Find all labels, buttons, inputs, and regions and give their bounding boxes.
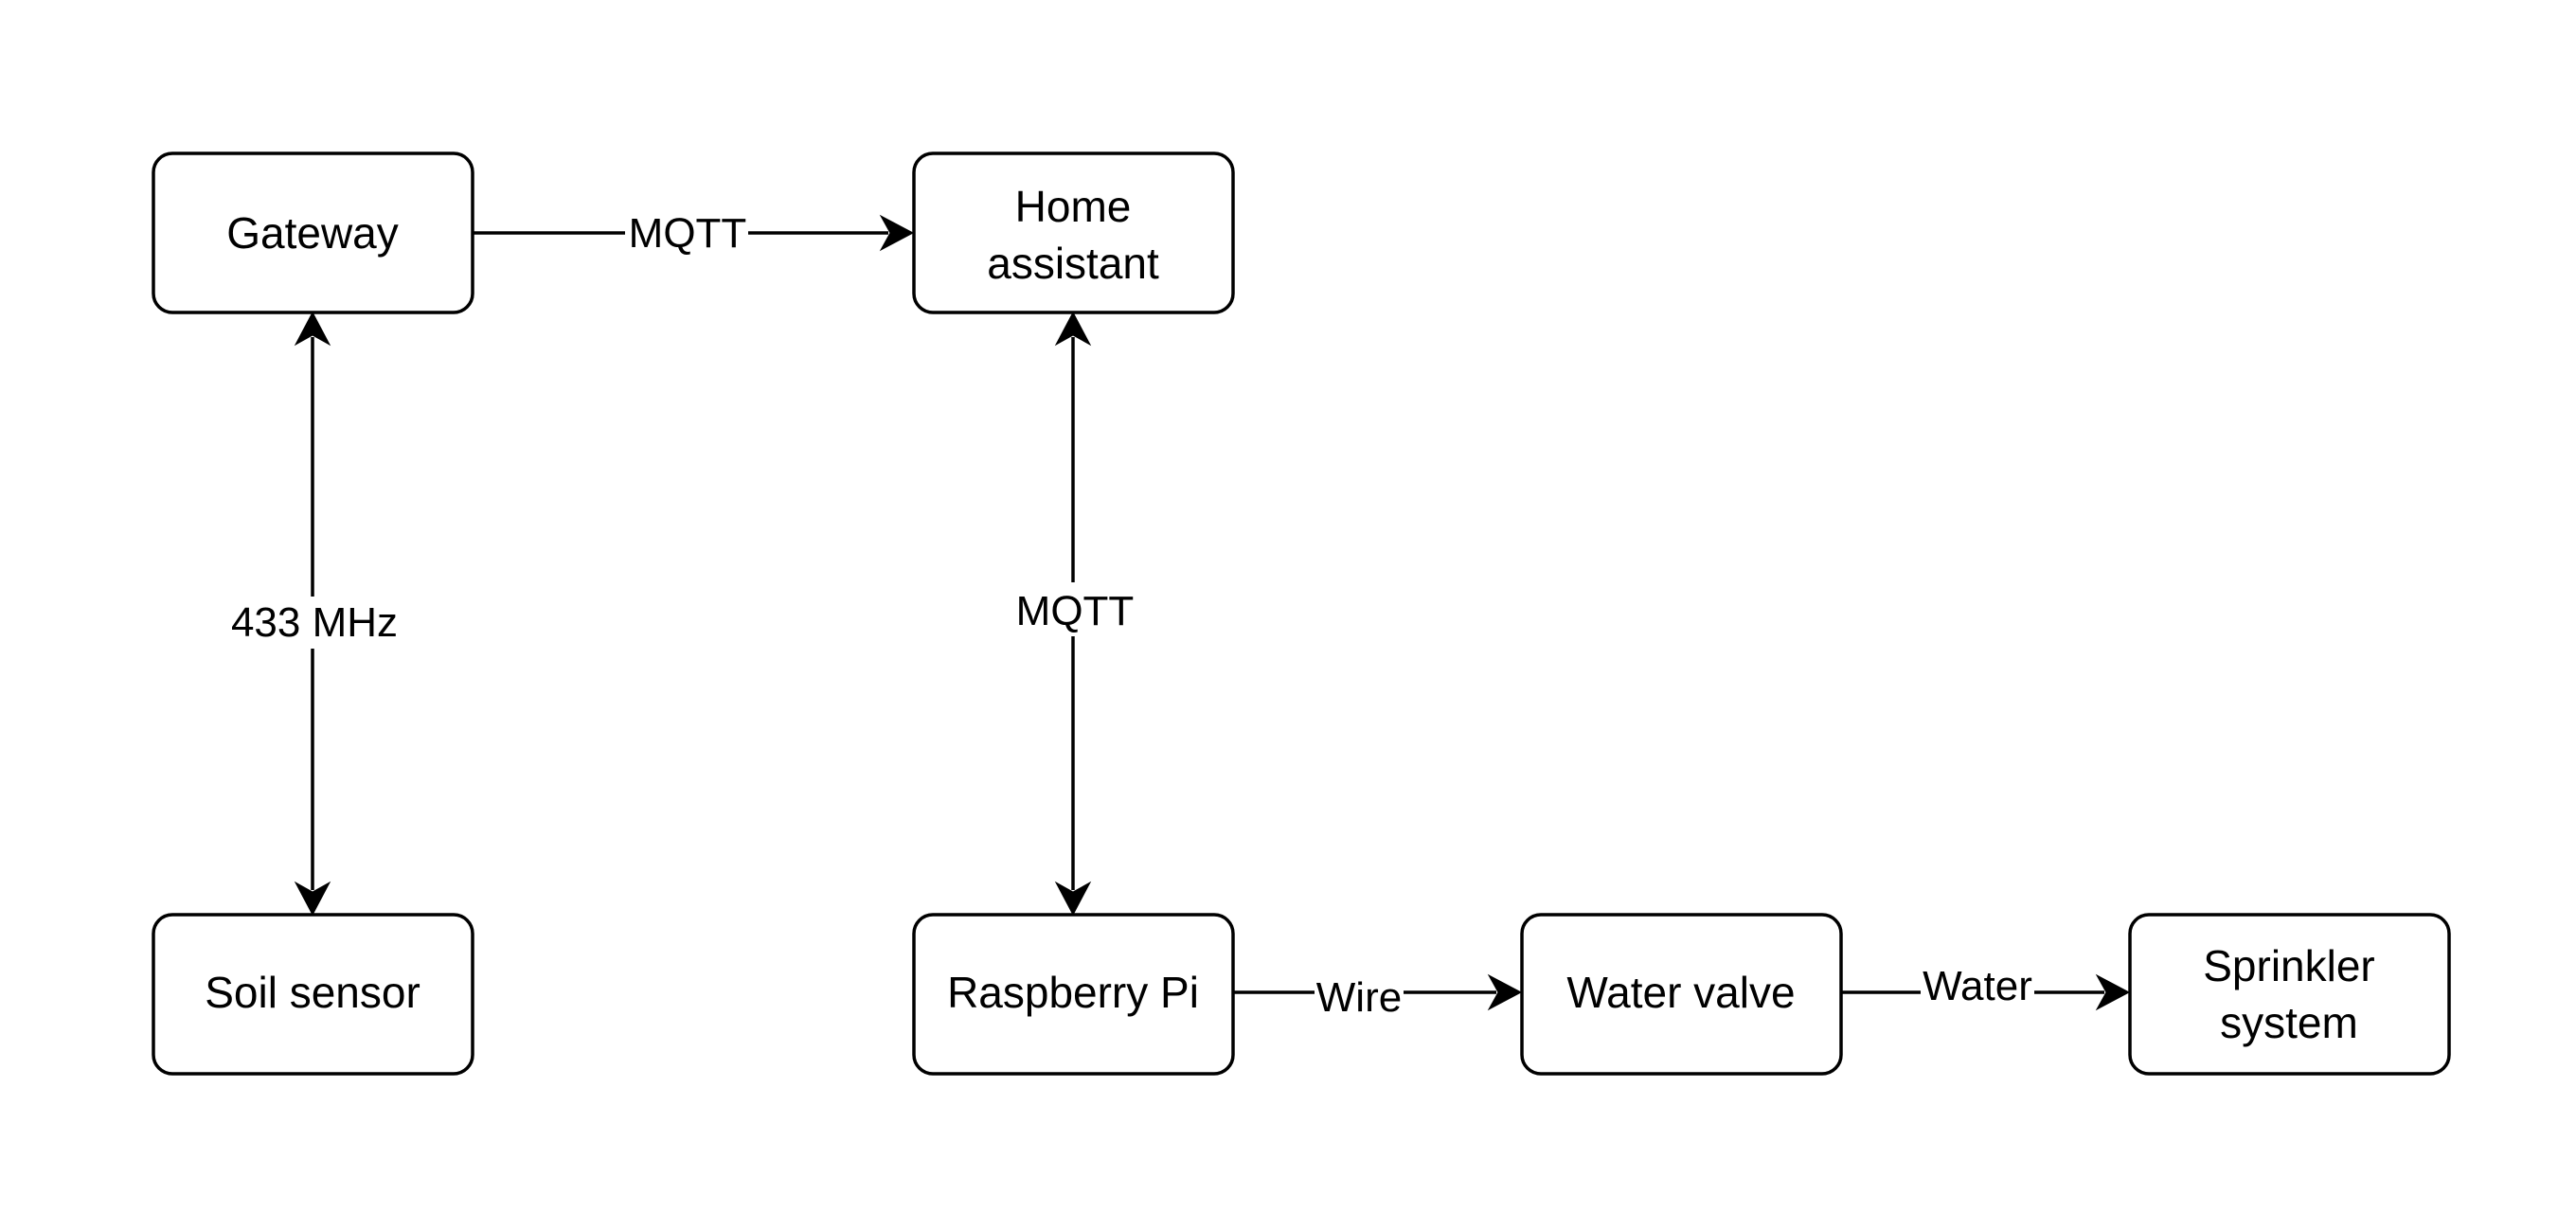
edge-label-mqtt: MQTT — [1016, 588, 1135, 634]
node-label-line-1: Sprinkler — [2203, 941, 2375, 990]
edge-home-assistant-raspberry-pi: MQTT — [1016, 311, 1135, 917]
edge-label-mqtt: MQTT — [629, 210, 747, 257]
node-label: Gateway — [226, 208, 399, 258]
node-label: Water valve — [1566, 968, 1795, 1017]
node-raspberry-pi: Raspberry Pi — [912, 913, 1235, 1076]
node-label: Soil sensor — [205, 968, 420, 1017]
arrowhead-down-icon — [294, 881, 331, 917]
arrowhead-right-icon — [1487, 973, 1523, 1011]
node-box — [912, 152, 1235, 314]
node-box — [1520, 913, 1843, 1076]
node-home-assistant: Home assistant — [912, 152, 1235, 314]
arrowhead-right-icon — [2095, 973, 2131, 1011]
arrowhead-up-icon — [294, 311, 331, 347]
edge-label-wire: Wire — [1316, 974, 1402, 1021]
edge-gateway-to-home-assistant: MQTT — [474, 210, 915, 257]
node-label-line-1: Home — [1015, 182, 1132, 231]
node-box — [152, 913, 474, 1076]
edge-raspberry-pi-to-water-valve: Wire — [1233, 973, 1523, 1021]
edge-gateway-soil-sensor: 433 MHz — [231, 311, 398, 917]
arrowhead-up-icon — [1054, 311, 1092, 347]
node-sprinkler-system: Sprinkler system — [2128, 913, 2451, 1076]
edge-water-valve-to-sprinkler-system: Water — [1841, 963, 2131, 1011]
node-water-valve: Water valve — [1520, 913, 1843, 1076]
arrowhead-down-icon — [1054, 881, 1092, 917]
node-gateway: Gateway — [152, 152, 474, 314]
node-label-line-2: assistant — [987, 239, 1159, 288]
node-label-line-2: system — [2220, 998, 2358, 1047]
edge-label-water: Water — [1923, 963, 2032, 1009]
node-label: Raspberry Pi — [947, 968, 1199, 1017]
node-box — [912, 913, 1235, 1076]
node-soil-sensor: Soil sensor — [152, 913, 474, 1076]
node-box — [2128, 913, 2451, 1076]
edge-label-433-mhz: 433 MHz — [231, 599, 398, 646]
node-box — [152, 152, 474, 314]
arrowhead-right-icon — [879, 214, 915, 252]
